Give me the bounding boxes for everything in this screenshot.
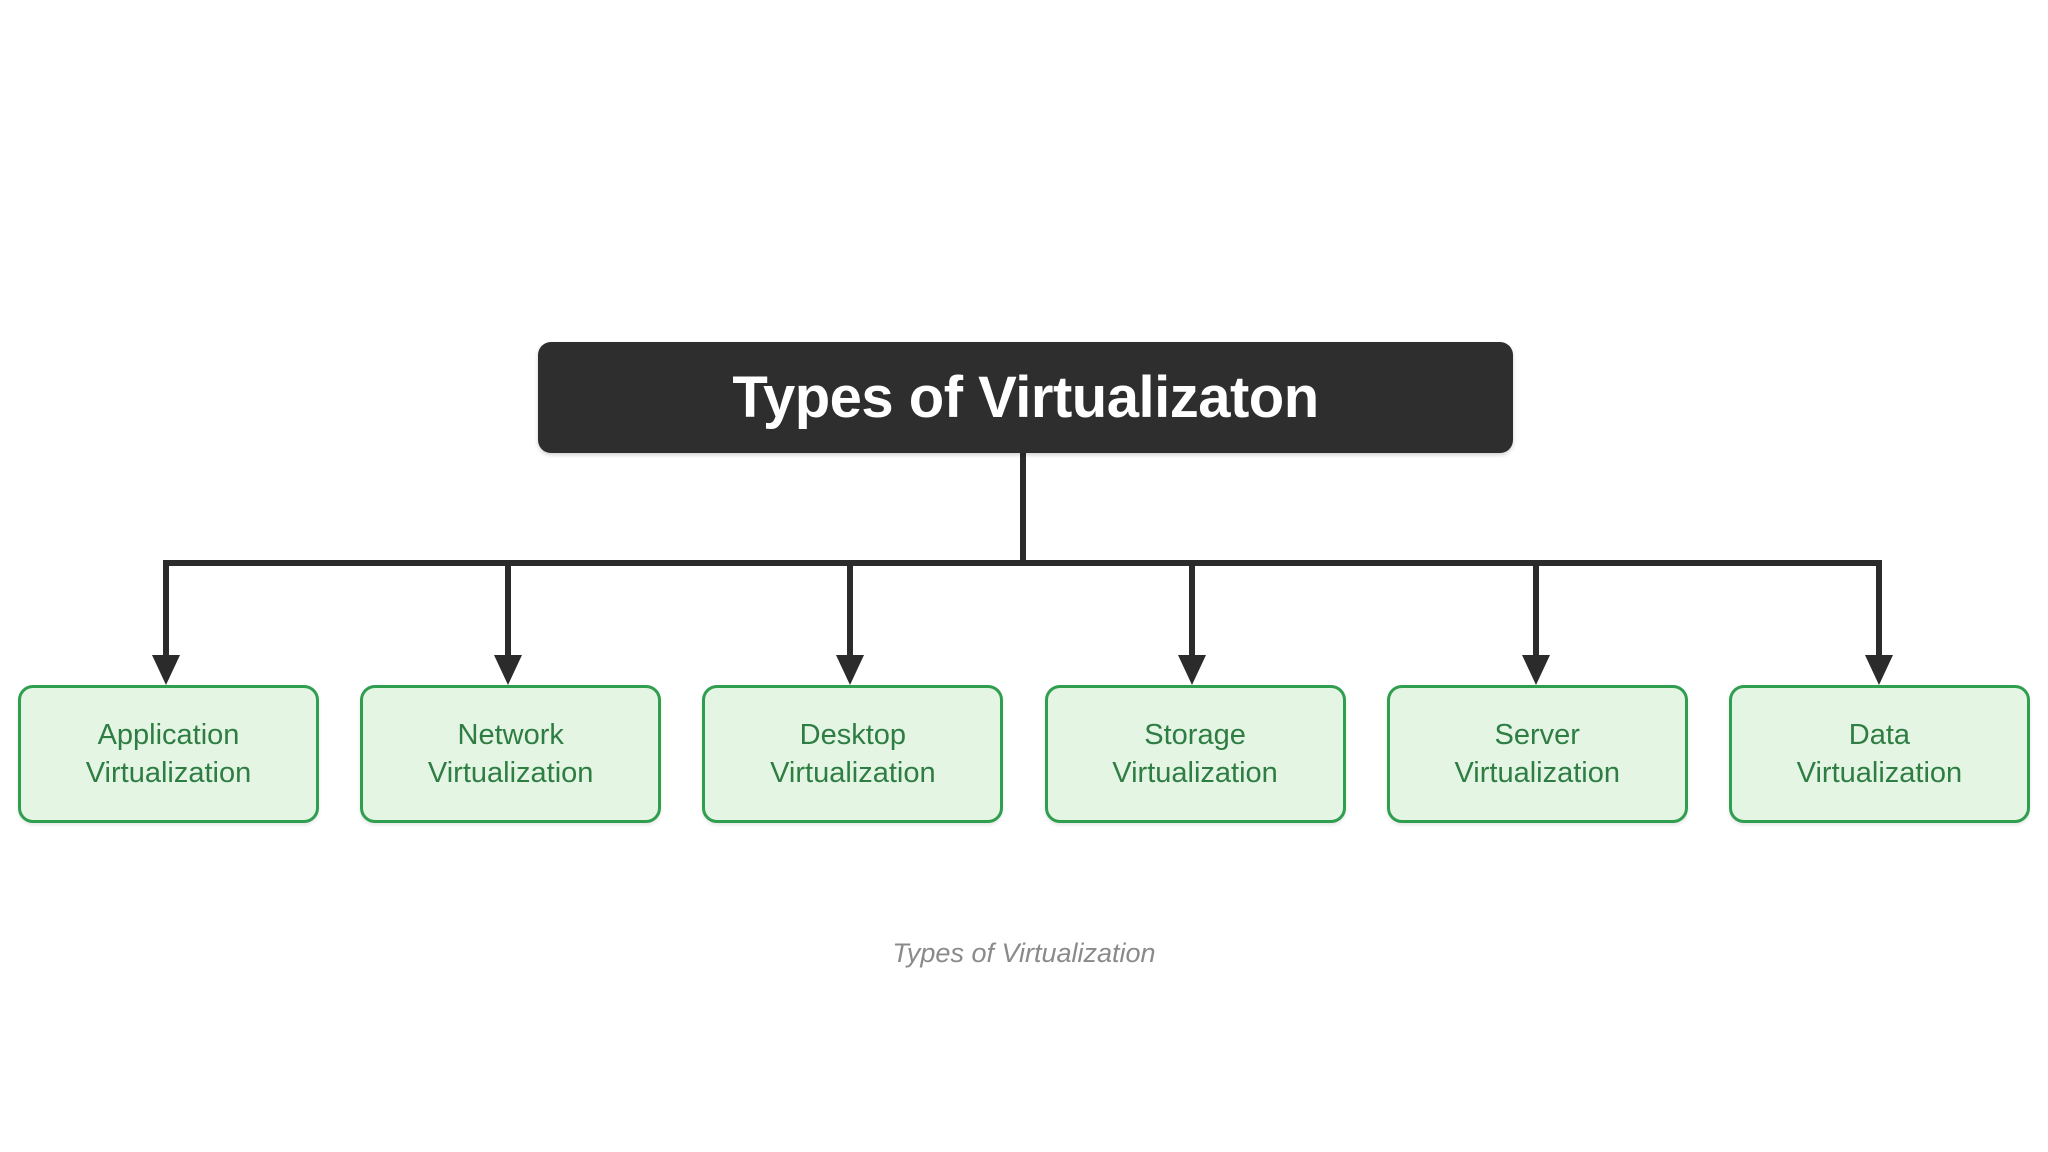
leaf-label-line1: Storage <box>1144 718 1246 751</box>
leaf-node-desktop-virtualization: Desktop Virtualization <box>702 685 1004 823</box>
leaf-node-storage-virtualization: Storage Virtualization <box>1044 685 1346 823</box>
arrowhead-6 <box>1865 655 1893 685</box>
leaf-label-line2: Virtualization <box>1796 757 1963 789</box>
leaf-node-row: Application Virtualization Network Virtu… <box>18 685 2030 823</box>
leaf-label-line2: Virtualization <box>770 757 936 789</box>
leaf-label-line1: Data <box>1848 718 1911 751</box>
leaf-label-line2: Virtualization <box>1112 757 1278 789</box>
leaf-label-line1: Server <box>1494 718 1580 751</box>
arrowhead-5 <box>1522 655 1550 685</box>
leaf-node-data-virtualization: Data Virtualization <box>1728 685 2030 823</box>
leaf-node-network-virtualization: Network Virtualization <box>360 685 662 823</box>
root-node: Types of Virtualizaton <box>538 342 1513 453</box>
arrowhead-3 <box>836 655 864 685</box>
leaf-node-server-virtualization: Server Virtualization <box>1386 685 1688 823</box>
root-node-label: Types of Virtualizaton <box>732 364 1319 430</box>
leaf-label-line2: Virtualization <box>427 757 594 789</box>
leaf-node-application-virtualization: Application Virtualization <box>18 685 319 823</box>
leaf-label-line1: Desktop <box>799 718 907 751</box>
arrowhead-1 <box>152 655 180 685</box>
leaf-label-line2: Virtualization <box>85 757 252 789</box>
leaf-label-line2: Virtualization <box>1454 757 1620 789</box>
leaf-label-line1: Network <box>457 718 564 751</box>
figure-caption: Types of Virtualization <box>892 938 1156 968</box>
arrowhead-4 <box>1178 655 1206 685</box>
arrowhead-2 <box>494 655 522 685</box>
leaf-label-line1: Application <box>97 718 240 751</box>
